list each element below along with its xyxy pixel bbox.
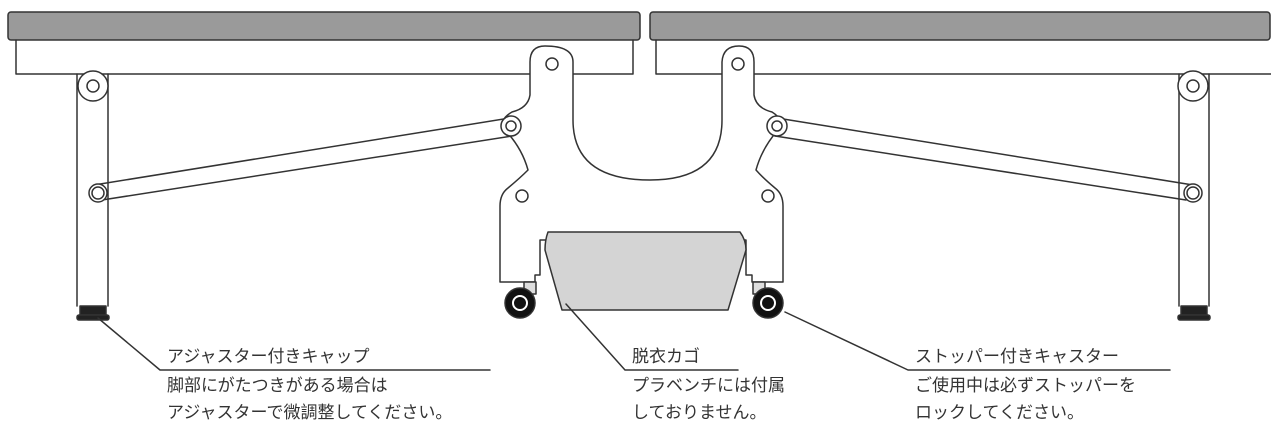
right-brace — [774, 117, 1194, 201]
basket-note-line2: しておりません。 — [632, 403, 766, 423]
caster-leader — [784, 311, 1171, 371]
adjuster-note-line1: 脚部にがたつきがある場合は — [167, 376, 388, 396]
right-adjuster-cap — [1180, 305, 1208, 316]
stopper-caster — [752, 287, 784, 319]
basket-leader — [565, 303, 739, 371]
right-leg-pivot — [1177, 70, 1209, 102]
center-hole-top-right — [731, 57, 745, 71]
left-bench-frame — [15, 39, 634, 75]
basket-title: 脱衣カゴ — [632, 346, 700, 367]
basket-note-line1: プラベンチには付属 — [632, 376, 785, 396]
basket — [544, 231, 747, 311]
adjuster-title: アジャスター付きキャップ — [167, 347, 369, 367]
adjuster-leader — [97, 317, 491, 371]
center-hole-top-left — [545, 57, 559, 71]
right-bench-frame — [655, 39, 1271, 75]
left-bench-top — [7, 11, 641, 41]
adjuster-cap — [79, 305, 107, 316]
adjuster-note-line2: アジャスターで微調整してください。 — [167, 403, 452, 423]
left-leg-pivot — [77, 70, 109, 102]
right-bench-top — [649, 11, 1271, 41]
caster-title: ストッパー付きキャスター — [915, 347, 1119, 367]
right-leg — [1178, 73, 1210, 307]
left-brace — [93, 117, 513, 201]
left-leg — [76, 73, 109, 307]
caster-note-line2: ロックしてください。 — [915, 403, 1084, 423]
caster-note-line1: ご使用中は必ずストッパーを — [915, 375, 1136, 396]
left-caster-wheel — [504, 287, 536, 319]
